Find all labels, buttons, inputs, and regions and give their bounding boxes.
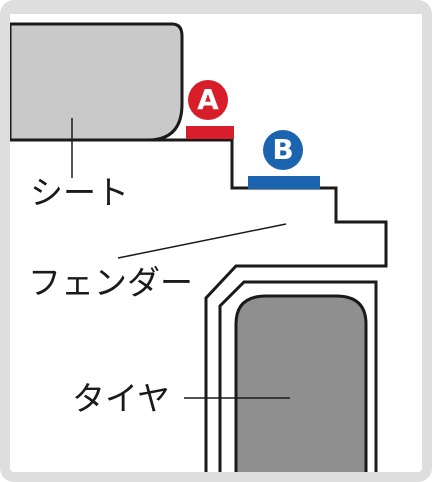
marker-b-badge: B [263, 130, 303, 170]
tire-label: タイヤ [72, 379, 171, 418]
fender-leader-line [117, 223, 287, 259]
marker-b-bar [248, 176, 320, 189]
marker-a-bar [186, 126, 234, 139]
seat-label: シート [30, 173, 129, 212]
fender-label: フェンダー [28, 263, 193, 302]
tire-shape [234, 294, 368, 478]
marker-a-badge: A [188, 80, 228, 120]
seat-shape [8, 22, 184, 142]
fender-inner-outline [218, 280, 378, 476]
fender-top-outline [10, 138, 388, 476]
